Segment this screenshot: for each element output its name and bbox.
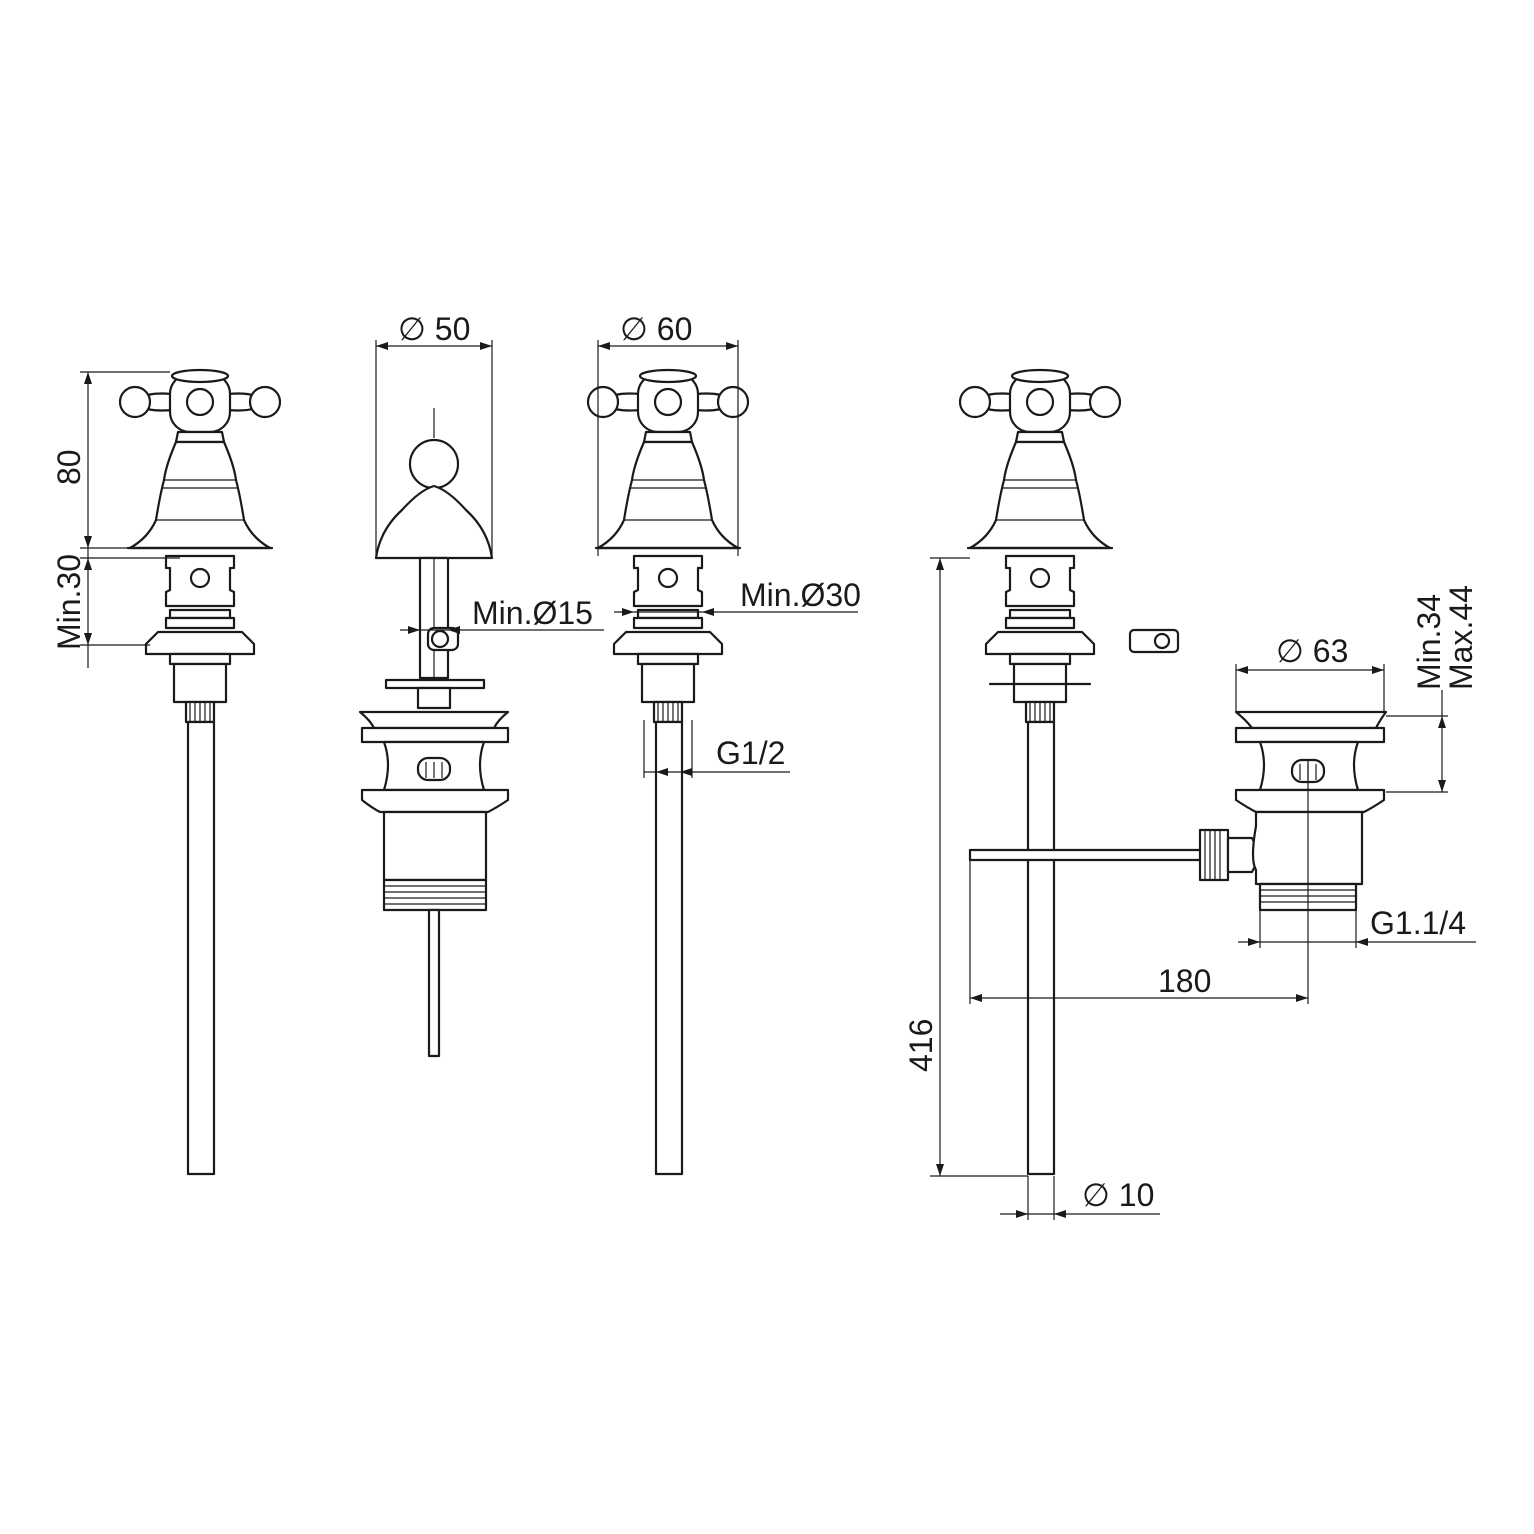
left-dimensions <box>80 371 180 668</box>
dim-min-dia-15: Min.Ø15 <box>472 595 593 631</box>
middle-dimensions <box>597 340 858 778</box>
dim-min-dia-30: Min.Ø30 <box>740 577 861 613</box>
dim-max-44: Max.44 <box>1443 585 1479 690</box>
left-valve <box>118 368 282 1176</box>
dim-thread-g12: G1/2 <box>716 735 785 771</box>
dim-min-30: Min.30 <box>51 554 87 650</box>
middle-valve <box>586 368 750 1176</box>
dim-dia-10: ∅ 10 <box>1082 1177 1154 1213</box>
pop-up-dimensions <box>375 340 604 634</box>
dim-min-34: Min.34 <box>1411 594 1447 690</box>
dim-dia-63: ∅ 63 <box>1276 633 1348 669</box>
right-dimensions <box>930 557 1476 1220</box>
dim-len-180: 180 <box>1158 963 1211 999</box>
dim-thread-g114: G1.1/4 <box>1370 905 1466 941</box>
dim-len-416: 416 <box>903 1019 939 1072</box>
clip-fitting <box>1128 628 1180 654</box>
dim-height-80: 80 <box>51 449 87 485</box>
dim-dia-60: ∅ 60 <box>620 311 692 347</box>
right-valve <box>958 368 1122 1176</box>
dim-dia-50: ∅ 50 <box>398 311 470 347</box>
pop-up-waste <box>358 408 510 1058</box>
